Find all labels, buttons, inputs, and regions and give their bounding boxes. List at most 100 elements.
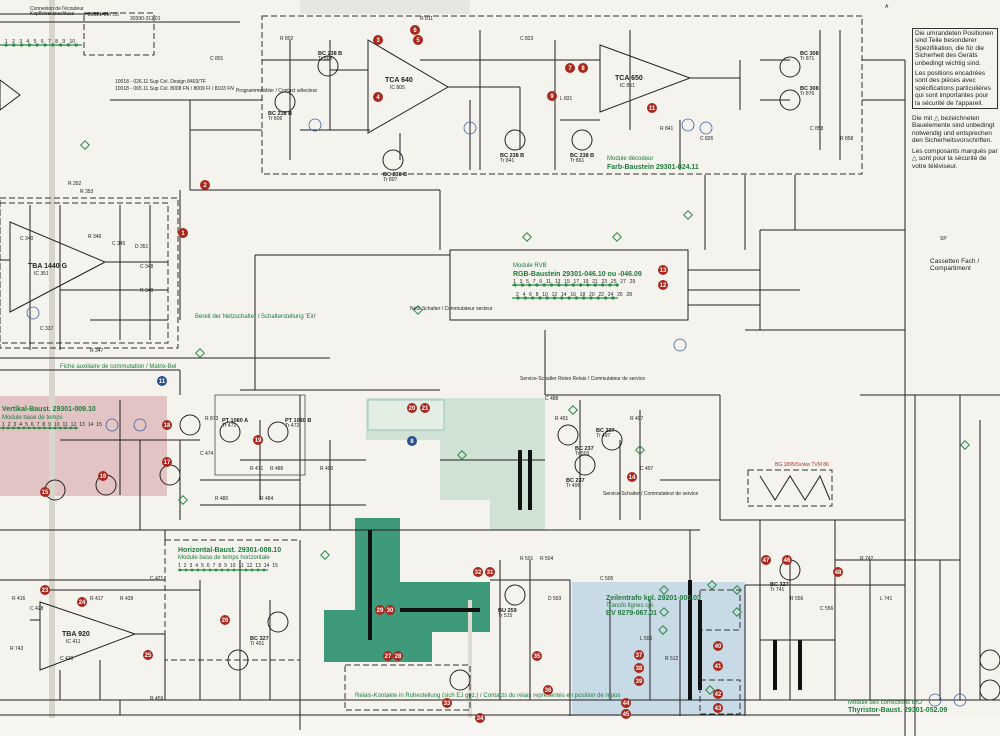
decoder-module-title: Module décodeur xyxy=(607,156,653,162)
reference-marker-number: 42 xyxy=(715,692,722,698)
pin-dot xyxy=(51,43,55,47)
component-label: R 802 xyxy=(280,36,294,42)
rgb-module-name: RGB-Baustein 29301-046.10 ou -046.09 xyxy=(513,271,642,278)
component-label: R 486 xyxy=(270,466,284,472)
component-label: C 420 xyxy=(60,656,74,662)
horizontal-module-subtitle: Module base de temps horizontale xyxy=(178,555,270,561)
transistor-label: BC 308 xyxy=(800,86,819,92)
reference-marker-number: 37 xyxy=(636,653,643,659)
pin-dot xyxy=(74,426,78,430)
service-switch-label: Service-Schalter / Commutateur de servic… xyxy=(603,491,699,497)
reference-marker xyxy=(383,651,393,661)
loudspeaker-title: Connexion de l'écouteur xyxy=(30,6,84,12)
connector-diamond-icon xyxy=(457,450,467,460)
reference-marker-number: 17 xyxy=(164,460,171,466)
connector-diamond-icon xyxy=(568,405,578,415)
component-label: C 474 xyxy=(200,451,214,457)
tca640-symbol xyxy=(367,39,449,134)
reference-marker-number: 14 xyxy=(629,475,636,481)
reference-marker xyxy=(761,555,771,565)
pin-dot xyxy=(43,426,46,430)
reference-marker xyxy=(475,713,485,723)
pin-dot xyxy=(535,283,539,287)
transistor-ref: Tr 807 xyxy=(383,177,397,183)
reference-marker xyxy=(40,585,50,595)
transistor-label: BC 238 B xyxy=(570,153,594,159)
component-label: C 421 xyxy=(150,576,164,582)
reference-marker-number: 32 xyxy=(475,570,482,576)
pin-dot xyxy=(608,283,612,287)
reference-marker-number: 35 xyxy=(534,654,541,660)
reference-marker-number: 39 xyxy=(636,679,643,685)
component-label: R 439 xyxy=(120,596,134,602)
pin-dot xyxy=(593,283,597,287)
component-label: L 831 xyxy=(560,96,573,102)
pin-dot xyxy=(564,283,568,287)
pin-dot xyxy=(582,296,586,300)
pin-dot xyxy=(567,296,571,300)
reference-marker xyxy=(253,435,263,445)
component-label: R 556 xyxy=(790,596,804,602)
pin-dot xyxy=(516,296,520,300)
tba1440-symbol xyxy=(9,221,107,313)
reference-marker-number: 34 xyxy=(477,716,484,722)
reference-marker xyxy=(543,685,553,695)
ic-tba1440-ref: IC 351 xyxy=(34,271,49,277)
pin-dot xyxy=(202,568,206,572)
pin-dot xyxy=(38,426,41,430)
loudspeaker-box xyxy=(83,12,155,56)
component-label: R 417 xyxy=(90,596,104,602)
reference-marker xyxy=(393,651,403,661)
pin-dot xyxy=(513,283,517,287)
matrix-switch-label: Fiche auxiliaire de commutation / Matrix… xyxy=(60,364,176,370)
sheet-corner-label: A xyxy=(885,4,889,10)
component-label: C 801 xyxy=(210,56,224,62)
reference-marker xyxy=(373,35,383,45)
pin-dot xyxy=(250,568,254,572)
pin-dot xyxy=(196,568,200,572)
transistor-label: BC 238 B xyxy=(268,111,292,117)
reference-marker xyxy=(385,605,395,615)
component-label: L 505 xyxy=(640,636,653,642)
service-switch-2-label: Service-Schalter Rotes Relais / Commutat… xyxy=(520,376,645,382)
reference-marker-number: 3 xyxy=(376,38,380,44)
component-label: C 497 xyxy=(640,466,654,472)
connector-diamond-icon xyxy=(320,550,330,560)
component-label: C 345 xyxy=(112,241,126,247)
component-label: R 416 xyxy=(12,596,26,602)
reference-marker-number: 9 xyxy=(550,94,554,100)
reference-marker-number: 11 xyxy=(649,106,656,112)
component-label: R 346 xyxy=(88,234,102,240)
transistor-label: BC 237 xyxy=(566,478,585,484)
reference-marker xyxy=(658,280,668,290)
component-label: R 347 xyxy=(90,348,104,354)
pin-dot xyxy=(69,426,72,430)
reference-marker-number: 20 xyxy=(409,406,416,412)
pin-dot xyxy=(523,296,527,300)
transistor-ref: Tr 841 xyxy=(500,158,514,164)
pin-dot xyxy=(560,296,564,300)
connector-diamond-icon xyxy=(732,585,742,595)
reference-marker-number: 24 xyxy=(79,600,86,606)
pin-dot xyxy=(64,426,67,430)
horizontal-output-region xyxy=(324,518,490,662)
pin-dot xyxy=(262,568,266,572)
reference-marker xyxy=(410,25,420,35)
pin-dot xyxy=(596,296,600,300)
reference-marker xyxy=(634,663,644,673)
ic-tba1440-name: TBA 1440 G xyxy=(28,263,68,270)
pin-dot xyxy=(586,283,590,287)
transistor-ref: Tr 451 xyxy=(250,641,264,647)
component-label: R 841 xyxy=(660,126,674,132)
pin-dot xyxy=(4,43,8,47)
transistor-ref: Tr 803 xyxy=(318,56,332,62)
pin-dot xyxy=(232,568,236,572)
tba920-symbol xyxy=(39,601,137,671)
reference-marker xyxy=(413,35,423,45)
delay-line-box xyxy=(367,399,445,431)
loudspeaker-note-1: 10018 - 026.11 Sup Col. Design 8403/TF xyxy=(115,79,206,85)
reference-marker-number: 29 xyxy=(377,608,384,614)
pin-dot xyxy=(611,296,615,300)
adjustment-points xyxy=(26,118,967,707)
safety-note-4: Les composants marqués par △ sont pour l… xyxy=(912,147,998,170)
